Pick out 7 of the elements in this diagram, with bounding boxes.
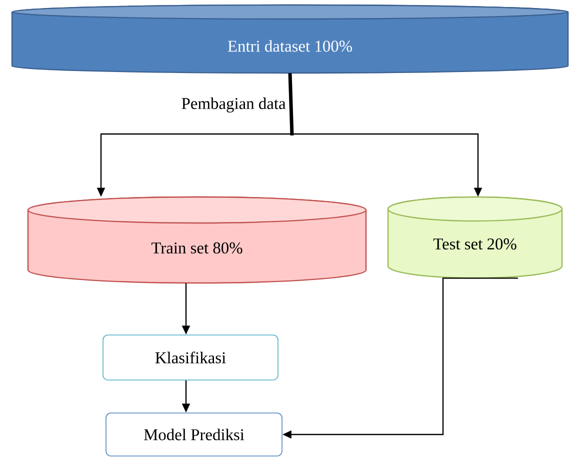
connector-trunk [288,73,294,136]
cylinder: Test set 20% [387,196,563,279]
cylinder: Entri dataset 100% [11,4,569,74]
cylinder: Train set 80% [27,196,367,284]
edge-label: Pembagian data [182,98,286,112]
process-box: Klasifikasi [102,334,278,380]
process-box: Model Prediksi [106,412,282,456]
